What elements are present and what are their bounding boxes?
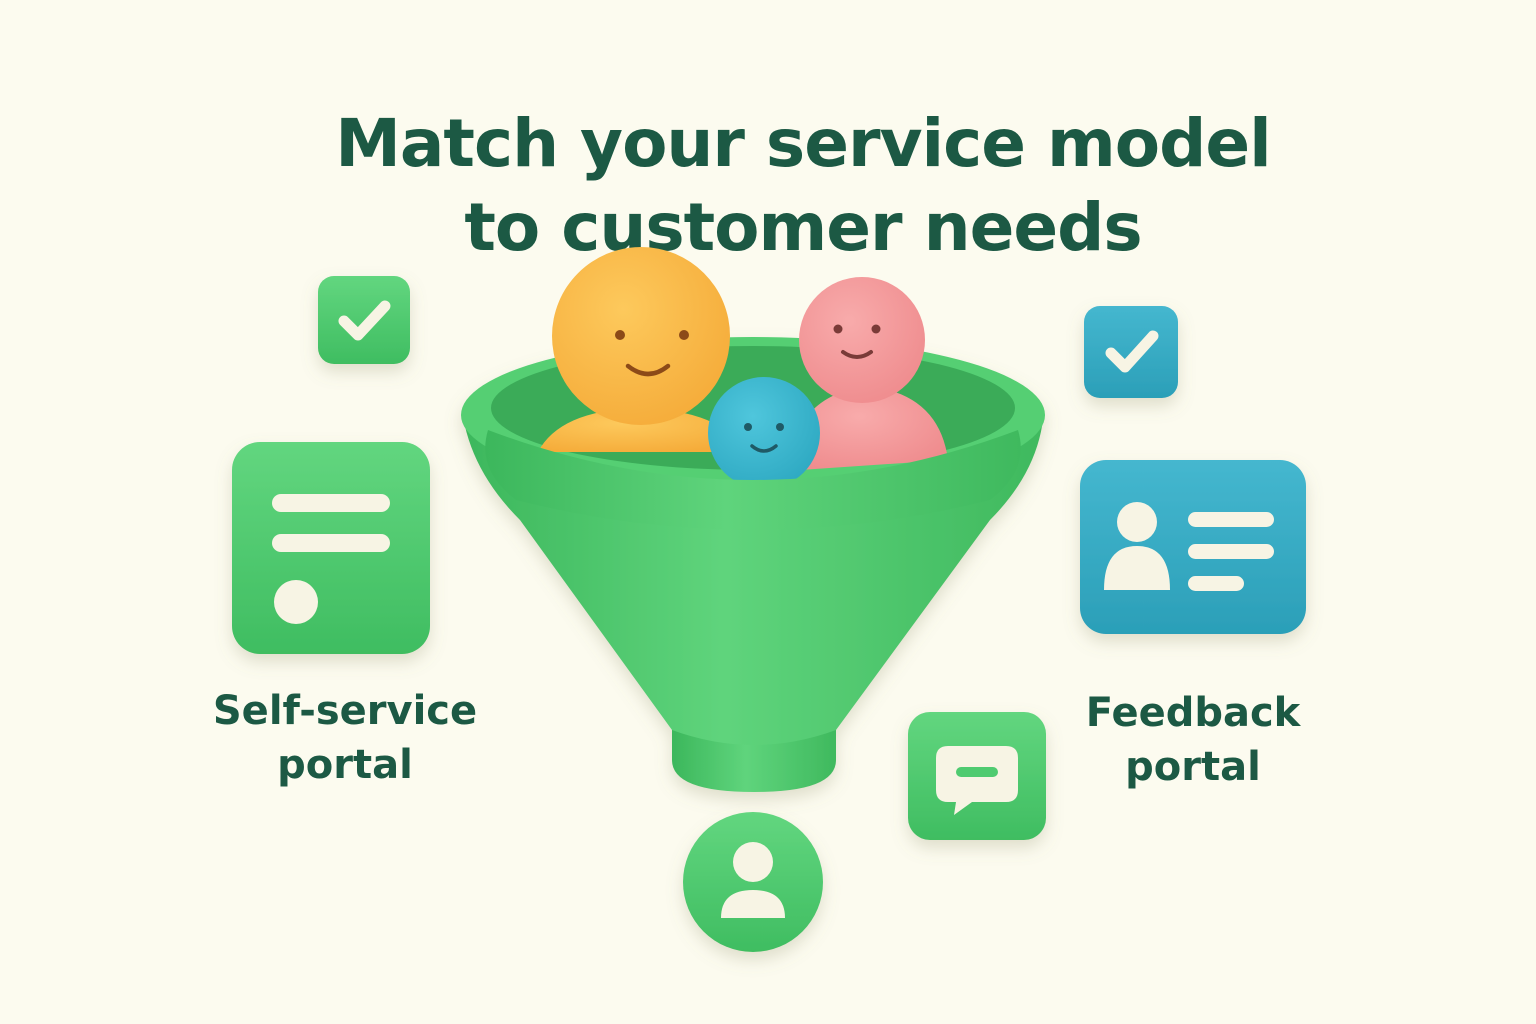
page-title: Match your service model to customer nee… [0,102,1536,270]
chat-bubble-icon [908,712,1046,840]
right-label-line-2: portal [1125,744,1261,790]
user-icon [683,812,823,952]
id-card-icon [1080,460,1306,634]
self-service-portal-label: Self-service portal [200,684,490,792]
left-label-line-2: portal [277,742,413,788]
smiley-face-icon [485,247,1021,530]
left-label-line-1: Self-service [212,688,478,734]
title-line-1: Match your service model [335,105,1272,183]
right-label-line-1: Feedback [1085,690,1301,736]
document-icon [232,442,430,654]
feedback-portal-label: Feedback portal [1058,686,1328,794]
checkmark-icon [1084,306,1178,398]
title-line-2: to customer needs [464,189,1142,267]
checkmark-icon [318,276,410,364]
